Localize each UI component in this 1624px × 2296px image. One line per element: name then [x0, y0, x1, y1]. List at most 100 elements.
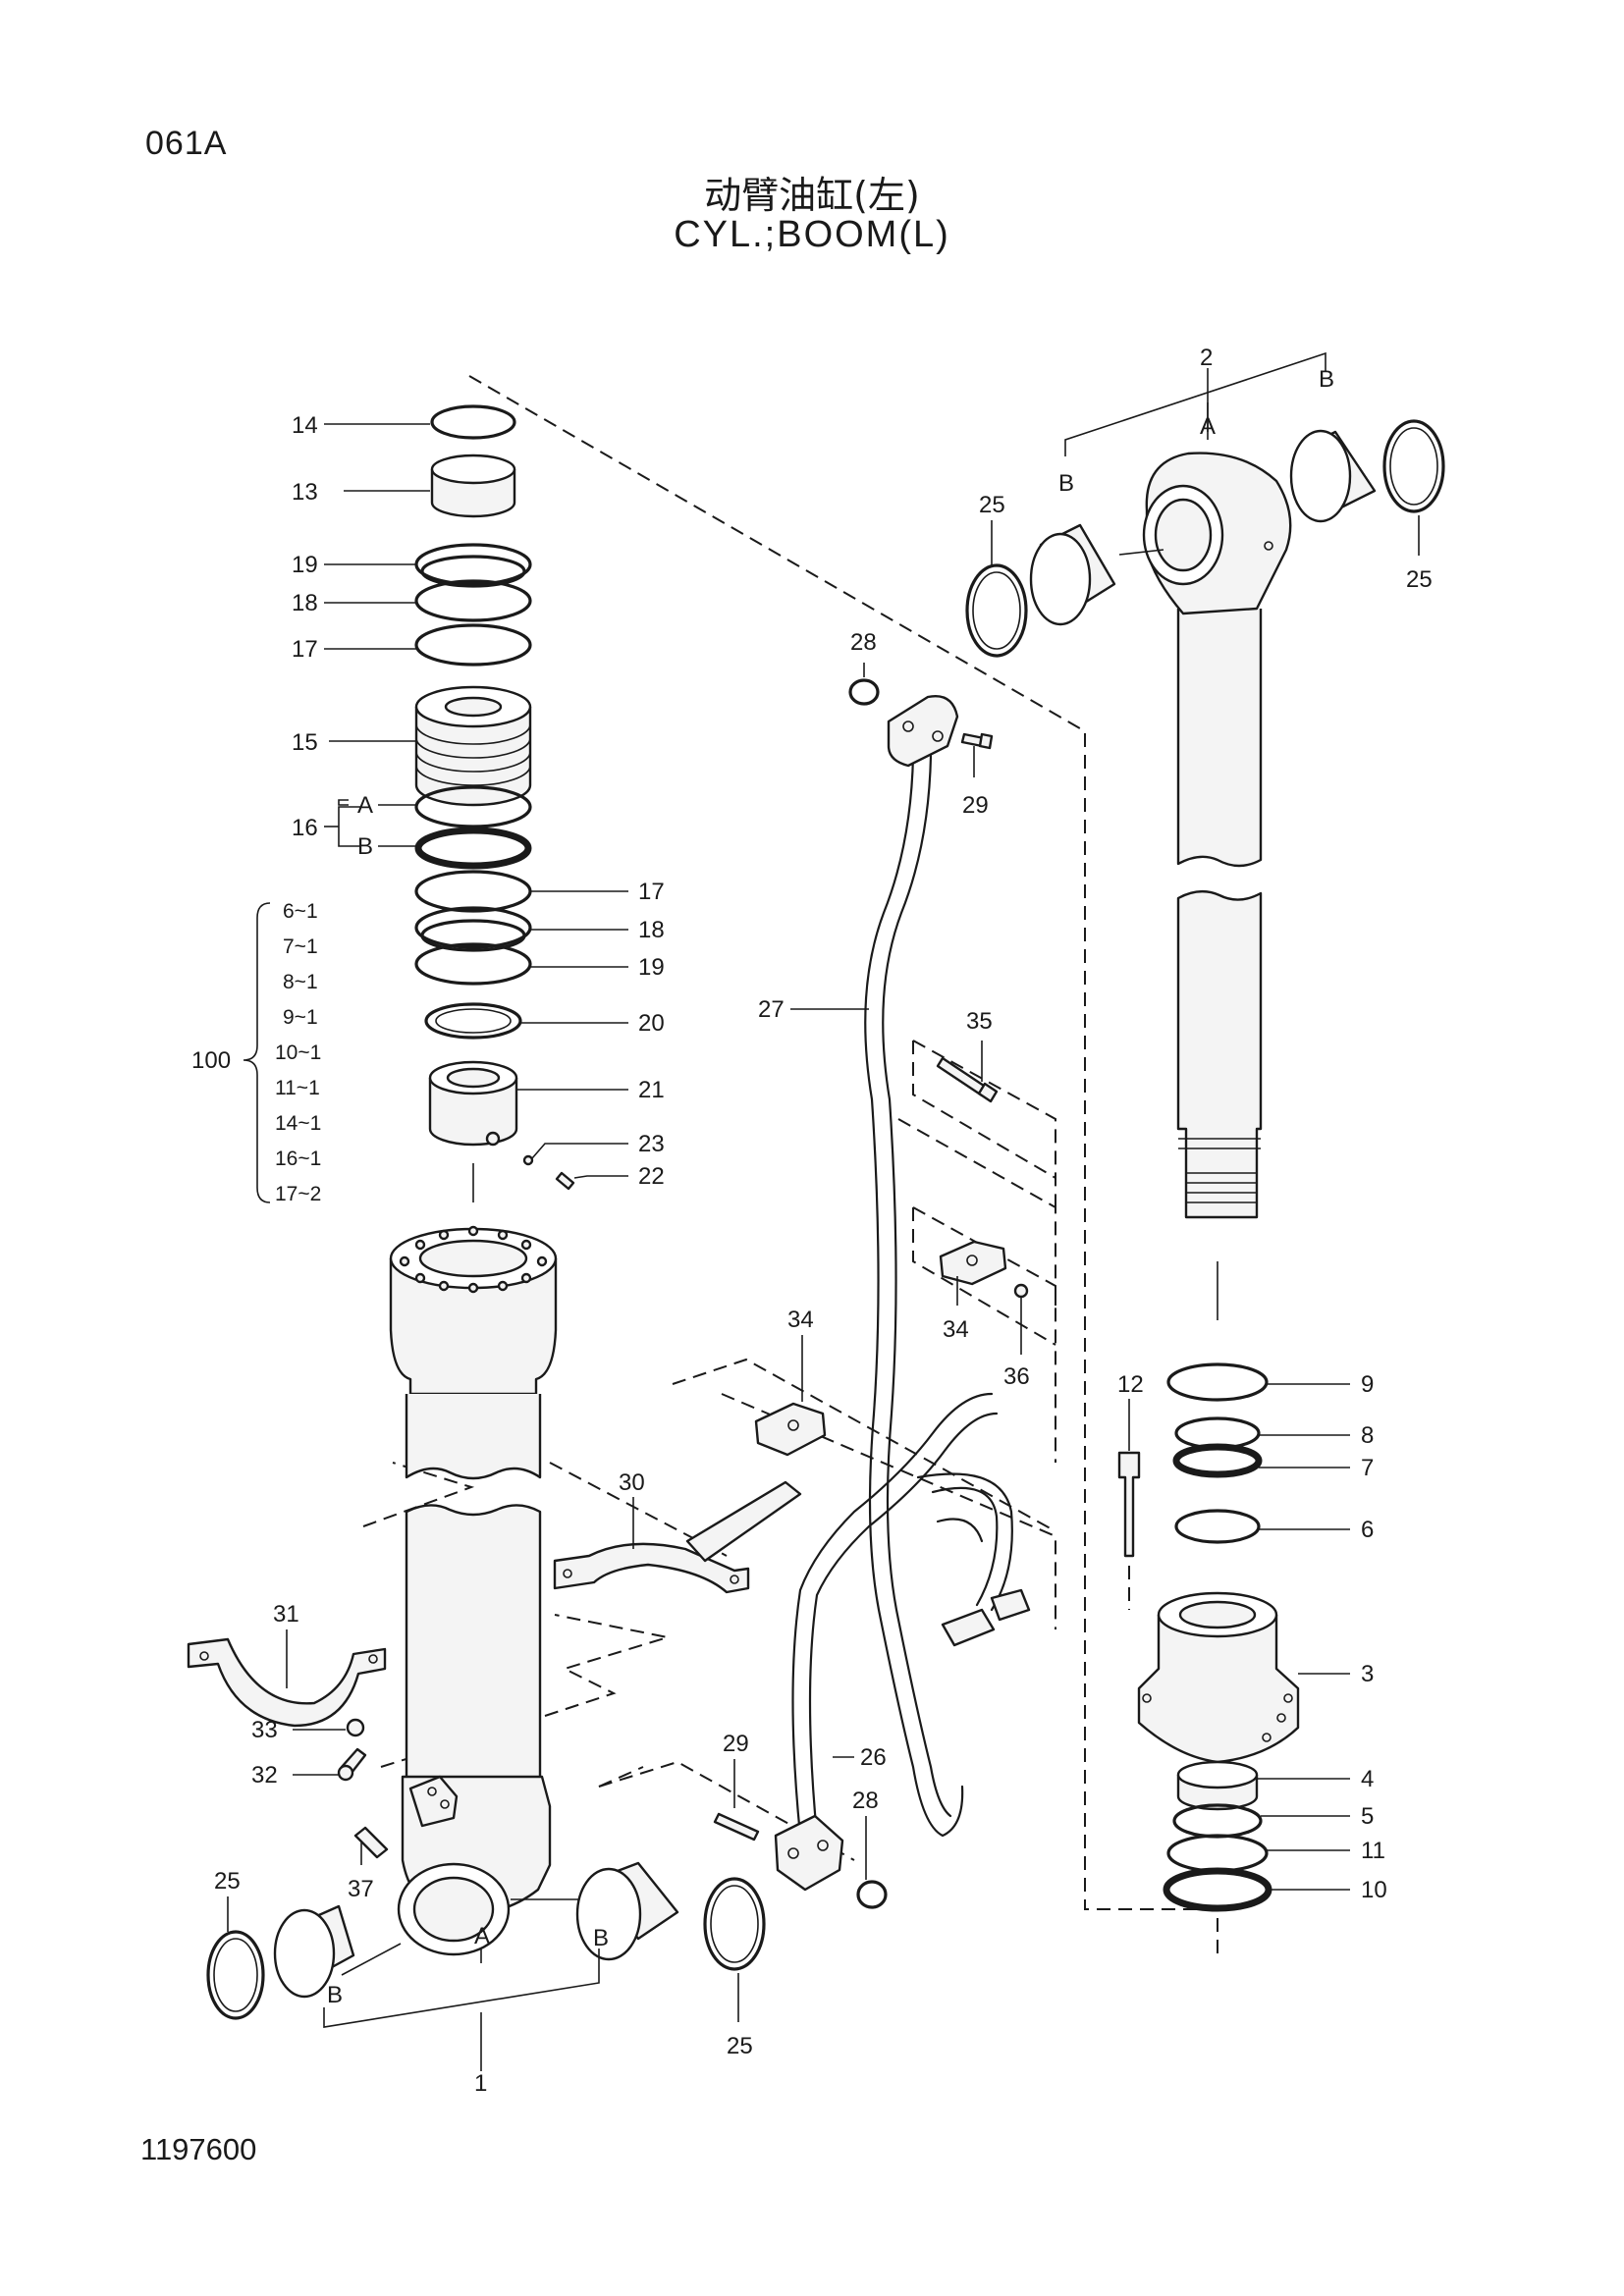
callout-25-bottom: 25	[727, 2033, 753, 2059]
callout-2-a: A	[1200, 413, 1216, 440]
callout-12: 12	[1117, 1371, 1144, 1398]
cylinder-tube-1	[353, 1225, 558, 1956]
kit-item: 7~1	[283, 935, 318, 958]
callout-19: 19	[292, 552, 318, 578]
callout-labels: 14 13 19 18 17 15 16 A B 17 18 19 20 21 …	[214, 345, 1433, 2097]
callout-19-lower: 19	[638, 954, 665, 981]
o-ring-28-upper	[848, 678, 880, 706]
kit-item: 16~1	[275, 1148, 321, 1170]
bolt-29-lower	[713, 1812, 760, 1842]
callout-32: 32	[251, 1762, 278, 1789]
callout-16: 16	[292, 815, 318, 841]
callout-20: 20	[638, 1010, 665, 1037]
bolt-32	[337, 1747, 367, 1782]
kit-group-100: 100 6~1 7~1 8~1 9~1 10~1 11~1 14~1 16~1 …	[191, 900, 321, 1205]
callout-6: 6	[1361, 1517, 1374, 1543]
kit-item: 6~1	[283, 900, 318, 923]
left-eye-bushings	[206, 1861, 766, 2020]
o-ring-28-lower	[856, 1880, 888, 1909]
callout-8: 8	[1361, 1422, 1374, 1449]
callout-23: 23	[638, 1131, 665, 1157]
bolt-29-upper	[960, 732, 994, 750]
callout-9: 9	[1361, 1371, 1374, 1398]
callout-1: 1	[474, 2070, 487, 2097]
callout-25-rod-left: 25	[979, 492, 1005, 518]
callout-15: 15	[292, 729, 318, 756]
callout-33: 33	[251, 1717, 278, 1743]
callout-34-upper: 34	[943, 1316, 969, 1343]
callout-29-upper: 29	[962, 792, 989, 819]
socket-bolt-12	[1117, 1451, 1141, 1558]
washer-36	[1013, 1283, 1029, 1299]
callout-28-upper: 28	[850, 629, 877, 656]
kit-item: 10~1	[275, 1041, 321, 1064]
callout-1-a: A	[474, 1923, 490, 1949]
callout-4: 4	[1361, 1766, 1374, 1792]
nut-21	[428, 1060, 518, 1147]
callout-31: 31	[273, 1601, 299, 1628]
callout-18: 18	[292, 590, 318, 616]
kit-item: 11~1	[275, 1077, 320, 1099]
callout-7: 7	[1361, 1455, 1374, 1481]
callout-35: 35	[966, 1008, 993, 1035]
dashed-assembly-lines	[362, 375, 1218, 1958]
tube-27	[864, 754, 964, 1838]
callout-25-rod-right: 25	[1406, 566, 1433, 593]
title-chinese: 动臂油缸(左)	[704, 174, 920, 217]
callout-11: 11	[1361, 1838, 1385, 1864]
callout-36: 36	[1003, 1363, 1030, 1390]
bolt-35	[936, 1056, 999, 1103]
snap-ring-14	[430, 404, 516, 440]
kit-item: 17~2	[275, 1183, 321, 1205]
clamp-30	[553, 1480, 802, 1594]
callout-5: 5	[1361, 1803, 1374, 1830]
rod-cover-3	[1137, 1591, 1300, 1764]
title-english: CYL.;BOOM(L)	[674, 214, 950, 255]
callout-30: 30	[619, 1469, 645, 1496]
assembly-brackets	[243, 351, 1326, 2071]
callout-13: 13	[292, 479, 318, 506]
callout-17: 17	[292, 636, 318, 663]
clamp-31	[187, 1637, 387, 1728]
callout-3: 3	[1361, 1661, 1374, 1687]
bushing-b-left	[273, 1904, 355, 1999]
callout-34-lower: 34	[787, 1307, 814, 1333]
flange-bolt-holes	[399, 1225, 548, 1294]
clamp-34-lower	[754, 1402, 827, 1457]
bushing-b-right	[575, 1861, 679, 1961]
page-id: 061A	[145, 125, 228, 162]
callout-1-b-right: B	[593, 1925, 609, 1951]
bushing-4	[1176, 1760, 1259, 1811]
callout-1-b-left: B	[327, 1982, 343, 2008]
head-seals	[1166, 1362, 1269, 1544]
callout-18-lower: 18	[638, 917, 665, 943]
tube-flange-upper	[887, 695, 959, 768]
piston-15	[414, 685, 532, 807]
callout-14: 14	[292, 412, 318, 439]
callout-16-a: A	[357, 792, 373, 819]
clamp-34-upper	[939, 1240, 1007, 1286]
callout-2: 2	[1200, 345, 1213, 371]
kit-item: 14~1	[275, 1112, 321, 1135]
callout-10: 10	[1361, 1877, 1387, 1903]
callout-17-lower: 17	[638, 879, 665, 905]
leader-lines	[227, 423, 1420, 2022]
kit-item: 9~1	[283, 1006, 318, 1029]
callout-37: 37	[348, 1876, 374, 1902]
bushing-b-rod-left	[1029, 523, 1116, 626]
kit-group-label: 100	[191, 1047, 231, 1074]
callout-21: 21	[638, 1077, 665, 1103]
callout-2-b-right: B	[1319, 366, 1334, 393]
bushing-13	[430, 454, 516, 518]
bolt-33	[346, 1718, 365, 1737]
callout-26: 26	[860, 1744, 887, 1771]
callout-2-b-left: B	[1058, 470, 1074, 497]
callout-16-b: B	[357, 833, 373, 860]
kit-item: 8~1	[283, 971, 318, 993]
tube-flange-lower	[774, 1814, 844, 1892]
document-number: 1197600	[140, 2132, 257, 2166]
callout-22: 22	[638, 1163, 665, 1190]
tube-26	[791, 1392, 1013, 1838]
callout-28-lower: 28	[852, 1788, 879, 1814]
rod-eye-bushings	[965, 419, 1445, 658]
